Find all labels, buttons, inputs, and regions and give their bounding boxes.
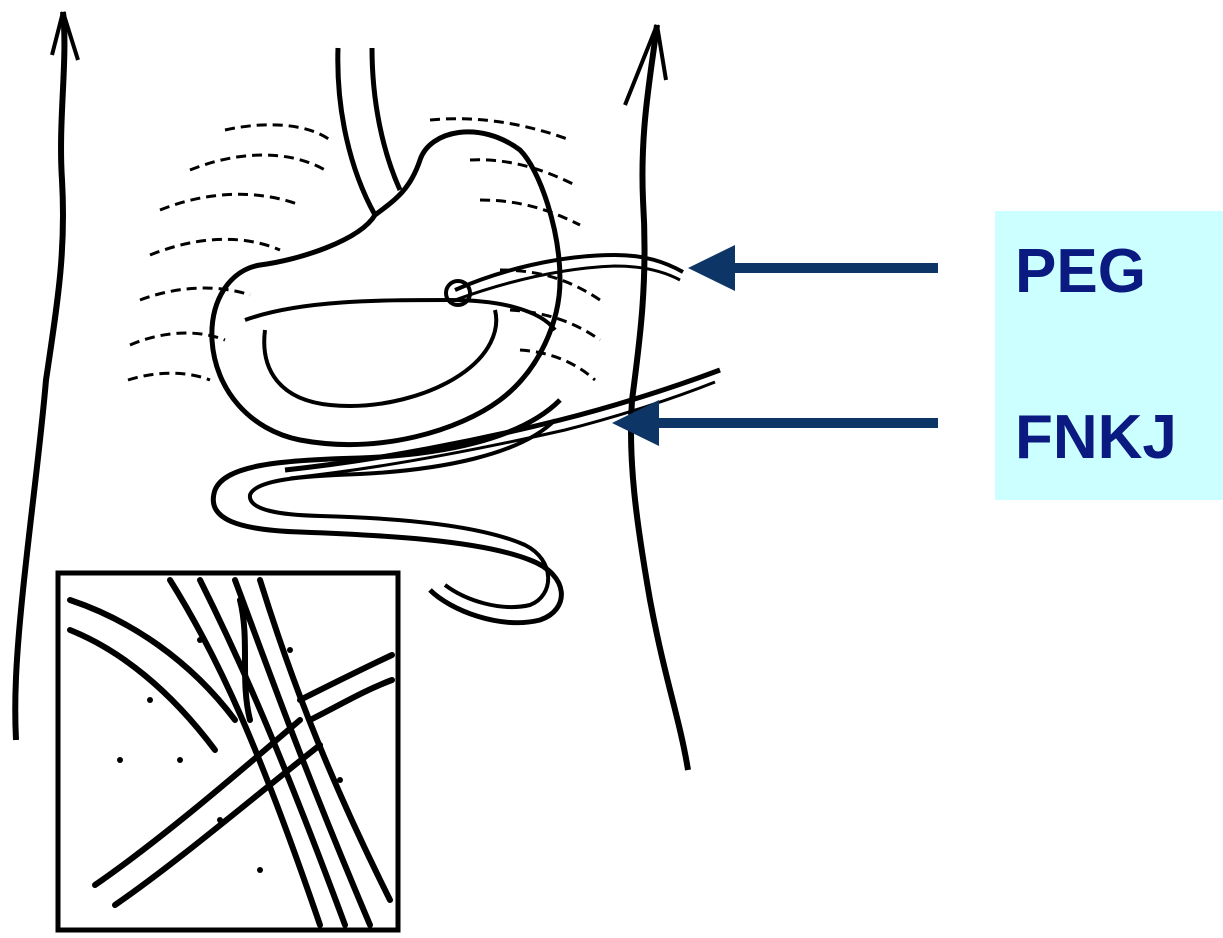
label-panel: PEG FNKJ (995, 211, 1223, 500)
left-ribcage (128, 125, 330, 380)
esophagus-right (372, 48, 400, 190)
esophagus-left (338, 48, 375, 215)
fnkj-arrow-head (612, 400, 659, 446)
fnkj-label: FNKJ (1015, 407, 1177, 469)
peg-label: PEG (1015, 241, 1146, 303)
stomach-inner-curve (245, 300, 555, 330)
peg-tube (455, 255, 683, 290)
duodenum-loop (264, 310, 496, 406)
peg-arrow-head (688, 245, 735, 291)
stomach-outline (212, 132, 560, 445)
right-ribcage (430, 119, 600, 380)
